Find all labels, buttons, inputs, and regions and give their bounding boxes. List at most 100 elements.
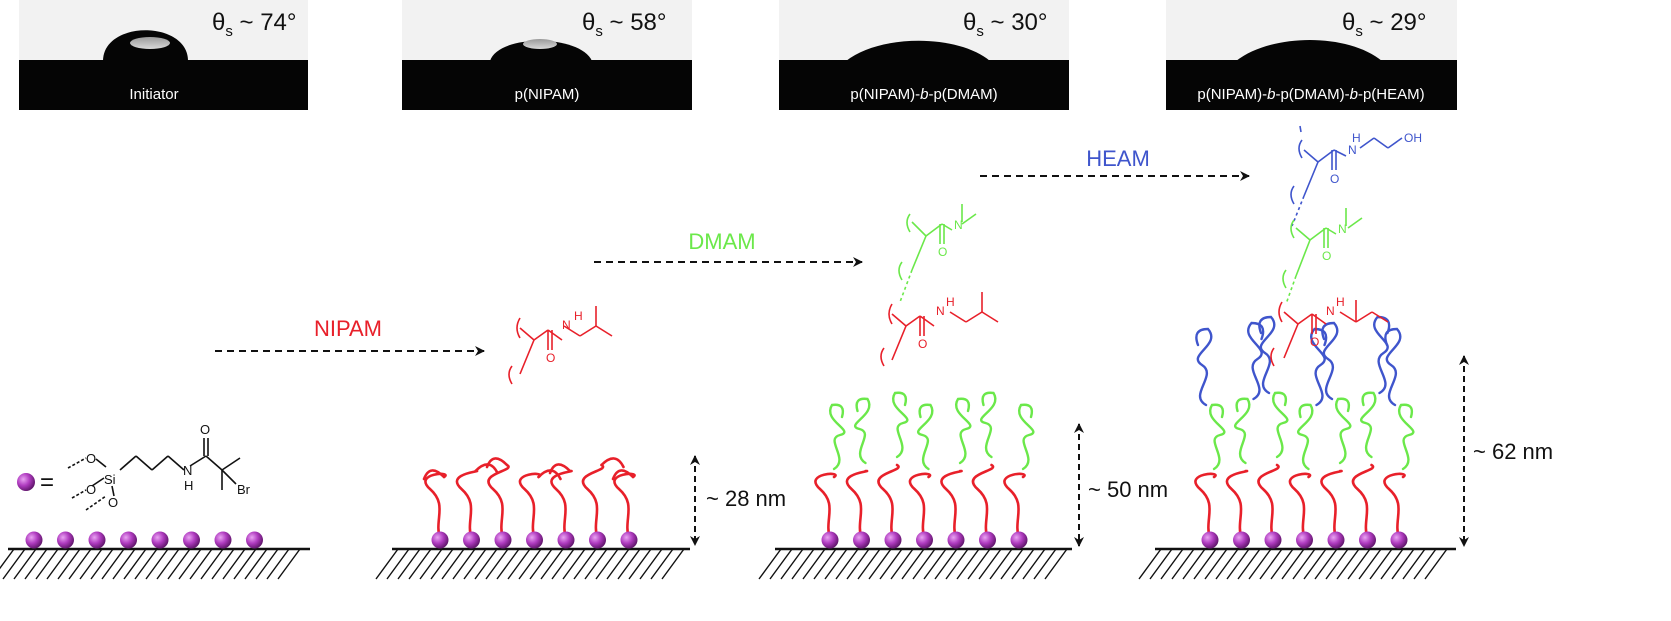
initiator-bead	[214, 531, 232, 549]
substrate-hatch	[1380, 548, 1404, 580]
pdmam-chain	[891, 391, 909, 459]
initiator-bead	[1296, 531, 1313, 549]
substrate-hatch	[474, 548, 498, 580]
pnipam-chain	[550, 469, 573, 541]
thickness-indicator-1: ~ 28 nm	[690, 455, 786, 546]
nipam-repeat-unit-panel2	[508, 306, 613, 385]
substrate-shadow	[402, 60, 692, 110]
atom-label: OH	[1404, 131, 1422, 145]
substrate-hatch	[1011, 548, 1035, 580]
atom-label: H	[1336, 295, 1345, 309]
substrate-hatch	[639, 548, 663, 580]
substrate-hatch	[879, 548, 903, 580]
initiator-bead	[25, 531, 43, 549]
pnipam-chain	[1320, 469, 1343, 541]
substrate-hatch	[1226, 548, 1250, 580]
atom-label: O	[1310, 335, 1319, 349]
surface-label: p(NIPAM)-b-p(DMAM)-b-p(HEAM)	[1197, 86, 1424, 103]
pnipam-chain	[548, 463, 572, 475]
dmam-repeat-unit-panel4	[1282, 208, 1363, 305]
substrate-hatch	[1391, 548, 1415, 580]
pnipam-chain	[487, 463, 510, 541]
pdmam-chain	[1234, 397, 1251, 465]
dmam-repeat-unit-panel3	[898, 204, 977, 303]
substrate-hatch	[101, 548, 125, 580]
atom-label: H	[574, 309, 583, 323]
substrate-hatch	[1193, 548, 1217, 580]
substrate-hatch	[606, 548, 630, 580]
pnipam-chain	[613, 472, 636, 541]
atom-label: N	[954, 218, 963, 232]
initiator-bead	[526, 531, 543, 549]
substrate-hatch	[1259, 548, 1283, 580]
substrate-hatch	[178, 548, 202, 580]
substrate-hatch	[156, 548, 180, 580]
contact-angle-panel-3: θs ~ 30° p(NIPAM)-b-p(DMAM)	[779, 0, 1069, 110]
thickness-label: ~ 50 nm	[1088, 477, 1168, 502]
substrate-hatch	[890, 548, 914, 580]
substrate-hatch	[769, 548, 793, 580]
substrate-hatch	[1325, 548, 1349, 580]
substrate-hatch	[112, 548, 136, 580]
pheam-chain	[1247, 321, 1265, 401]
polymer-brushes	[25, 315, 1415, 549]
substrate-hatch	[24, 548, 48, 580]
substrate-hatch	[1336, 548, 1360, 580]
substrate-hatch	[1369, 548, 1393, 580]
substrate-hatch	[277, 548, 301, 580]
substrate-hatch	[255, 548, 279, 580]
substrate-hatch	[68, 548, 92, 580]
substrate-hatch	[857, 548, 881, 580]
substrate-hatch	[1413, 548, 1437, 580]
thickness-indicator-2: ~ 50 nm	[1074, 423, 1168, 547]
atom-label: H	[184, 478, 193, 493]
substrate-hatch	[989, 548, 1013, 580]
substrate-hatch	[1248, 548, 1272, 580]
initiator-bead	[151, 531, 169, 549]
substrate-hatch	[1149, 548, 1173, 580]
atom-label: N	[562, 318, 571, 332]
substrate-hatch	[1204, 548, 1228, 580]
atom-label: N	[1348, 143, 1357, 157]
pdmam-chain	[1208, 403, 1226, 471]
substrate-hatch	[934, 548, 958, 580]
pheam-chain	[1258, 315, 1276, 395]
substrate-hatch	[584, 548, 608, 580]
contact-angle-panel-2: θs ~ 58° p(NIPAM)	[402, 0, 692, 110]
substrate-hatch	[978, 548, 1002, 580]
initiator-bead	[853, 531, 870, 549]
substrate-hatch	[1424, 548, 1448, 580]
initiator-bead	[183, 531, 200, 549]
nipam-repeat-unit-panel3	[880, 292, 999, 367]
atom-label: Br	[237, 482, 251, 497]
substrate-hatch	[244, 548, 268, 580]
substrate-hatch	[802, 548, 826, 580]
substrate-hatch	[496, 548, 520, 580]
substrate-hatch	[846, 548, 870, 580]
initiator-bead	[916, 531, 933, 549]
substrate-hatch	[835, 548, 859, 580]
pnipam-chain	[455, 469, 479, 541]
substrate-hatch	[758, 548, 782, 580]
atom-label: H	[946, 295, 955, 309]
pheam-chain	[1321, 321, 1339, 401]
substrate-panel-3	[758, 547, 1072, 580]
pnipam-chain	[908, 472, 932, 541]
substrate-hatch	[386, 548, 410, 580]
substrate-hatch	[1292, 548, 1316, 580]
substrate-hatch	[540, 548, 564, 580]
substrate-hatch	[189, 548, 213, 580]
substrate-hatch	[1358, 548, 1382, 580]
pnipam-chain	[581, 463, 605, 541]
substrate-hatch	[222, 548, 246, 580]
atom-label: H	[1352, 131, 1361, 145]
substrate-hatch	[0, 548, 15, 570]
pnipam-chain	[877, 463, 900, 541]
substrate-hatch	[57, 548, 81, 580]
initiator-bead	[1233, 531, 1250, 549]
substrate-hatch	[529, 548, 553, 580]
substrate-shadow	[779, 60, 1069, 110]
pnipam-chain	[422, 469, 446, 481]
substrate-hatch	[419, 548, 443, 580]
substrate-hatch	[595, 548, 619, 580]
